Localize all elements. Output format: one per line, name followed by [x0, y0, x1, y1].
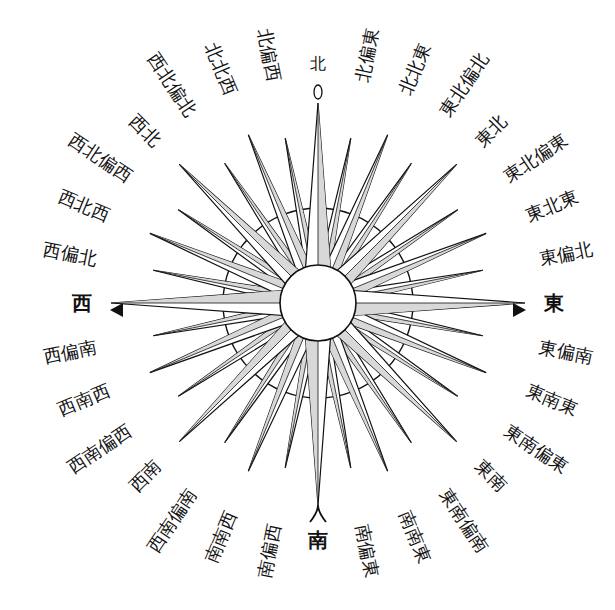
spike-midline [179, 164, 298, 283]
spike-shade [338, 164, 457, 290]
north-bulb [314, 85, 322, 99]
east-arrowhead [513, 303, 526, 317]
compass-spikes [111, 103, 525, 505]
direction-label: 西偏北 [41, 239, 98, 269]
direction-label: 南南西 [202, 508, 241, 565]
spike-midline [318, 103, 319, 275]
direction-label: 北偏西 [254, 26, 284, 83]
cardinal-label: 北 [310, 55, 326, 73]
direction-label: 東北偏北 [435, 50, 491, 121]
spike-midline [318, 331, 319, 505]
spike-midline [179, 323, 298, 442]
direction-label: 東南偏東 [500, 420, 571, 476]
direction-label: 西偏南 [41, 337, 98, 367]
cardinal-label: 東 [544, 292, 564, 314]
direction-label: 西北偏北 [144, 50, 200, 121]
direction-label: 北北東 [395, 41, 434, 98]
direction-label: 西北西 [56, 187, 113, 226]
inner-circle [280, 265, 356, 341]
spike-midline [111, 303, 290, 304]
spike-shade [305, 331, 318, 505]
spike-shade [111, 290, 290, 303]
direction-label: 東北東 [523, 187, 580, 226]
spike-shade [318, 103, 331, 275]
spike-midline [346, 303, 525, 304]
cardinal-label: 南 [308, 529, 328, 551]
spike-shade [346, 303, 525, 316]
direction-label: 南南東 [395, 508, 434, 565]
direction-label: 西南 [126, 456, 165, 495]
west-arrowhead [110, 303, 123, 317]
direction-label: 東南東 [523, 380, 580, 419]
direction-label: 西南偏南 [144, 485, 200, 556]
direction-label: 南偏西 [254, 523, 284, 580]
direction-label: 西北 [126, 111, 165, 150]
direction-label: 北偏東 [352, 26, 382, 83]
direction-label: 南偏東 [352, 523, 382, 580]
direction-label: 東南偏南 [435, 485, 491, 556]
spike-midline [338, 323, 457, 442]
direction-label: 西北偏西 [65, 129, 136, 185]
direction-label: 東南 [471, 456, 510, 495]
direction-label: 東北偏東 [500, 129, 571, 185]
south-fork [310, 505, 326, 522]
direction-label: 東北 [471, 111, 510, 150]
direction-label: 北北西 [202, 41, 241, 98]
spike-shade [179, 316, 298, 442]
spike-midline [338, 164, 457, 283]
direction-label: 東偏南 [538, 337, 595, 367]
direction-label: 東偏北 [538, 239, 595, 269]
spike-shade [179, 164, 305, 283]
direction-label: 西南偏西 [65, 420, 136, 476]
cardinal-label: 西 [72, 292, 92, 314]
spike-shade [331, 323, 457, 442]
direction-label: 西南西 [56, 380, 113, 419]
